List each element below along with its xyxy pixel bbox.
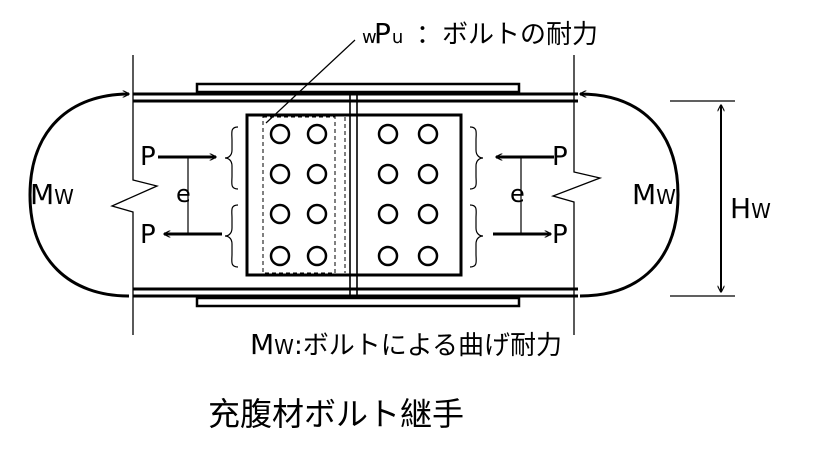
bolt-r3-c1 [269, 203, 291, 225]
bolt-r3-c4 [417, 203, 439, 225]
diagram-caption: 充腹材ボルト継手 [208, 395, 464, 433]
e-right-label: e [510, 180, 525, 208]
hw-dimension [670, 100, 735, 297]
bolt-r4-c3 [377, 245, 399, 267]
p-top-right-label: P [552, 142, 568, 172]
brace-left-bottom [224, 204, 239, 268]
mw-legend-symbol: MW [250, 328, 294, 361]
top-splice-plate [195, 82, 521, 94]
brace-right-top [469, 126, 484, 190]
wpu-symbol-p: Pu [374, 17, 403, 50]
web-joint-gap [349, 94, 358, 296]
left-moment-arrow [28, 94, 129, 298]
bolt-r4-c2 [306, 245, 328, 267]
bolt-r3-c2 [306, 203, 328, 225]
bolt-r1-c3 [377, 123, 399, 145]
wpu-description: ：ボルトの耐力 [416, 20, 598, 50]
bolt-group-outline [262, 116, 336, 274]
bolt-r1-c2 [306, 123, 328, 145]
p-top-left-label: P [140, 142, 156, 172]
bolt-array [269, 123, 439, 267]
mw-right-label: MW [632, 178, 676, 211]
top-flange [133, 82, 578, 103]
bolt-r4-c4 [417, 245, 439, 267]
brace-right-bottom [469, 204, 484, 268]
e-left-label: e [176, 180, 191, 208]
hw-label: HW [730, 192, 771, 225]
bolt-r1-c4 [417, 123, 439, 145]
bottom-splice-plate [195, 296, 521, 308]
wpu-leader-line [265, 39, 356, 124]
p-bottom-right-label: P [552, 220, 568, 250]
left-force-arrows [158, 157, 222, 234]
bolt-r2-c1 [269, 163, 291, 185]
p-bottom-left-label: P [140, 220, 156, 250]
bottom-flange [133, 287, 578, 308]
web-splice-plate [245, 113, 463, 277]
bolt-r3-c3 [377, 203, 399, 225]
right-moment-arrow [580, 94, 680, 298]
section-cuts [110, 55, 603, 335]
right-section-cut [550, 55, 603, 335]
bolt-r2-c3 [377, 163, 399, 185]
wpu-subscript-w: w [362, 27, 377, 48]
left-section-cut [110, 55, 159, 335]
brace-left-top [224, 126, 239, 190]
braces [224, 126, 484, 268]
bolt-r2-c4 [417, 163, 439, 185]
mw-left-label: MW [30, 178, 74, 211]
bolt-r1-c1 [269, 123, 291, 145]
bolt-r4-c1 [269, 245, 291, 267]
mw-legend-description: :ボルトによる曲げ耐力 [294, 331, 562, 361]
right-force-arrows [493, 157, 554, 234]
bolt-r2-c2 [306, 163, 328, 185]
